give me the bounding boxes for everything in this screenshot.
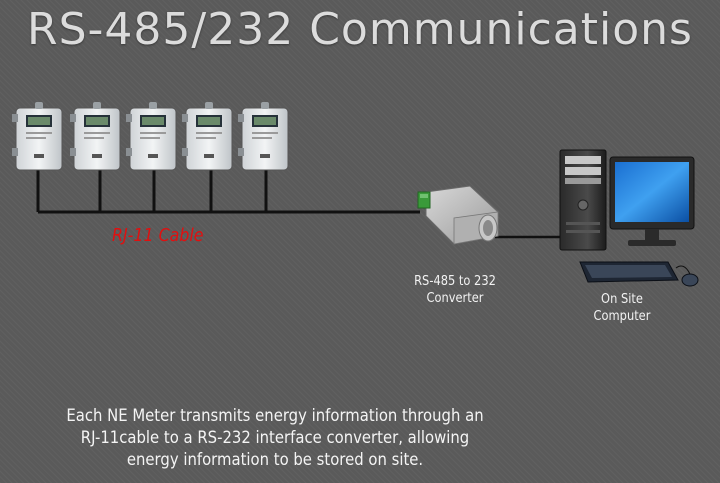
computer-label-line-2: Computer (593, 309, 651, 324)
keyboard (579, 261, 679, 283)
computer-label: On Site Computer (578, 291, 666, 325)
converter-label-line-1: RS-485 to 232 (414, 274, 496, 289)
caption: Each NE Meter transmits energy informati… (28, 405, 523, 471)
rj11-cable (36, 170, 420, 214)
ne-meter (182, 102, 233, 171)
mouse (675, 265, 699, 287)
caption-line-2: RJ-11cable to a RS-232 interface convert… (80, 428, 470, 447)
rj11-cable-label: RJ-11 Cable (112, 225, 204, 246)
caption-line-3: energy information to be stored on site. (126, 450, 424, 469)
ne-meter (12, 102, 63, 171)
ne-meter (238, 102, 289, 171)
converter-label: RS-485 to 232 Converter (407, 273, 504, 307)
ne-meter (126, 102, 177, 171)
computer-label-line-1: On Site (601, 292, 643, 307)
computer-monitor (609, 156, 695, 246)
rs485-to-232-converter (417, 185, 499, 245)
caption-line-1: Each NE Meter transmits energy informati… (66, 406, 484, 425)
converter-label-line-2: Converter (426, 291, 484, 306)
slide-title: RS-485/232 Communications (27, 4, 693, 55)
ne-meter (70, 102, 121, 171)
computer-tower (559, 149, 607, 251)
